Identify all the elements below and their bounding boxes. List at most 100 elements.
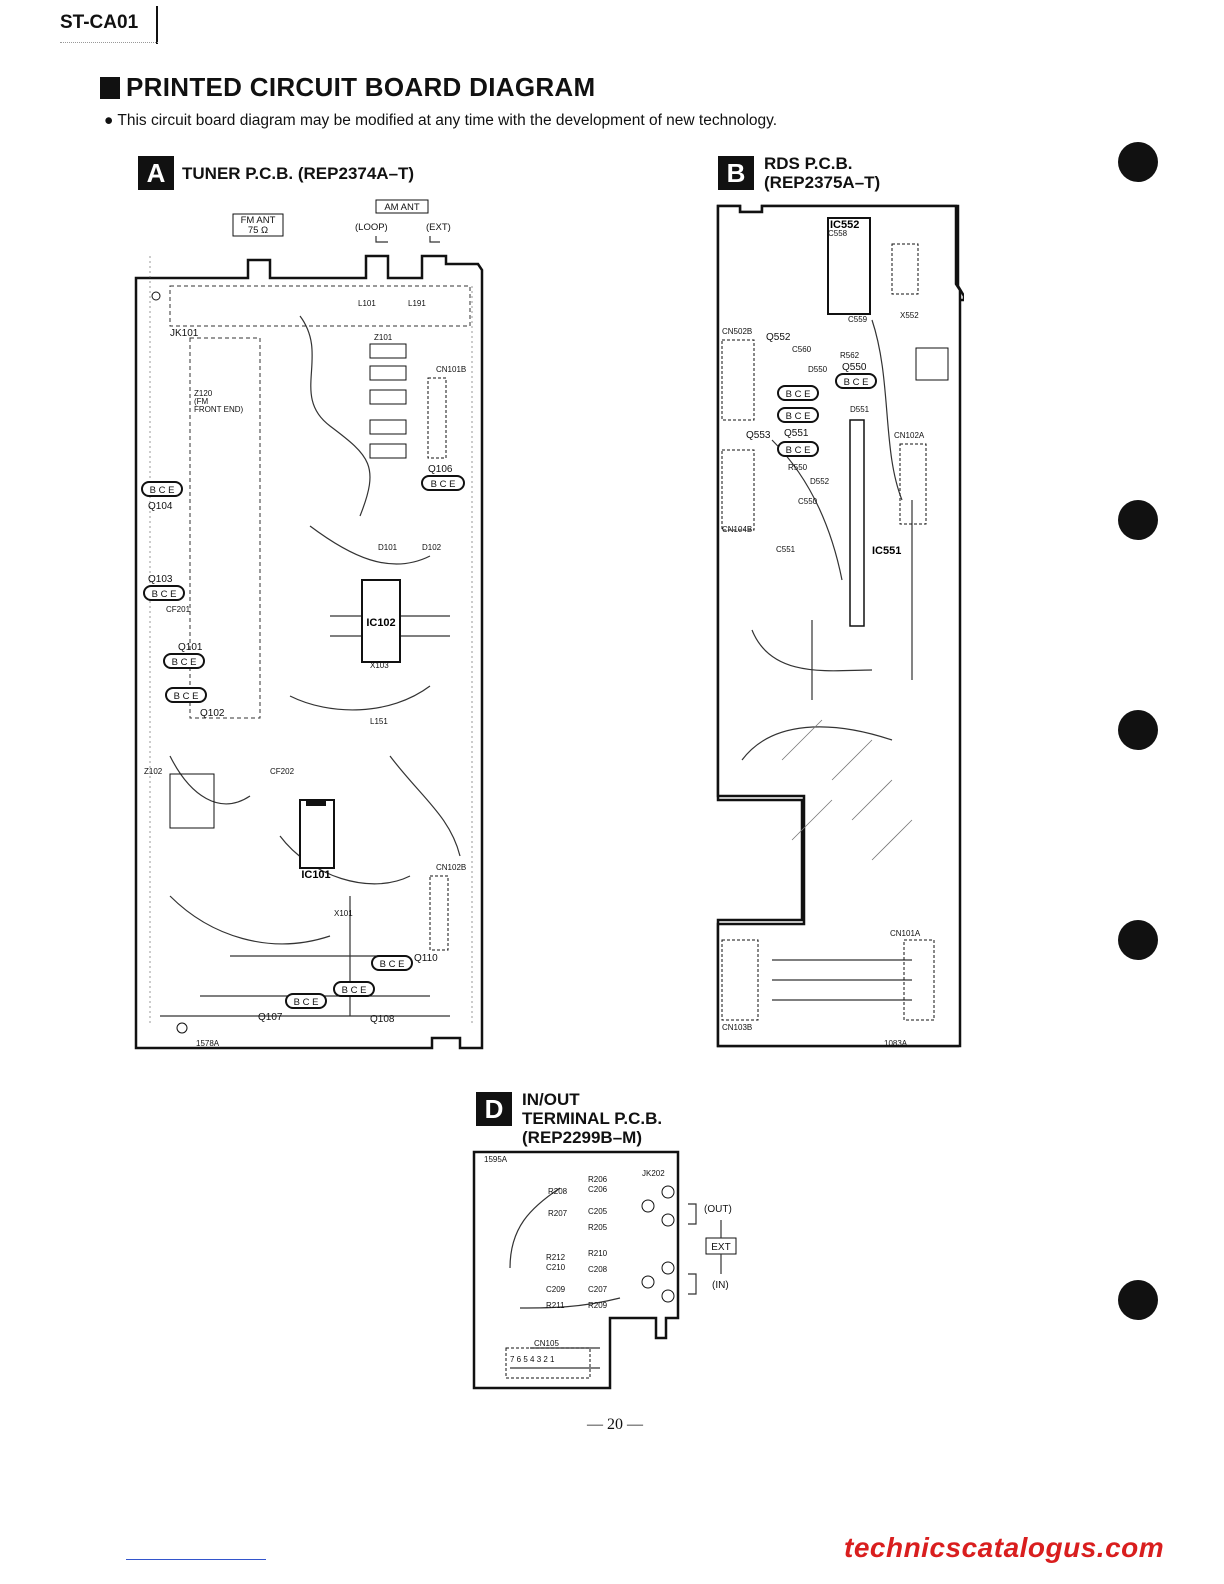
binder-hole-3 <box>1118 710 1158 750</box>
panel-a-title: TUNER P.C.B. (REP2374A–T) <box>182 163 415 183</box>
panel-d-title-line3: (REP2299B–M) <box>522 1128 642 1147</box>
d101-label: D101 <box>378 543 398 552</box>
q550-pins: B C E <box>844 377 869 388</box>
mount-hole-2 <box>151 291 161 301</box>
front-end-label: FRONT END) <box>194 405 244 414</box>
jk101-label: JK101 <box>170 328 199 339</box>
c209-label: C209 <box>546 1285 566 1294</box>
panel-b-title-line2: (REP2375A–T) <box>764 173 881 192</box>
z120-label: Z120 <box>194 389 213 398</box>
panel-d-title-line2: TERMINAL P.C.B. <box>522 1109 663 1128</box>
c551-label: C551 <box>776 545 796 554</box>
rds-square-pad <box>915 347 949 381</box>
ext-label: (EXT) <box>426 222 451 233</box>
jack-out-e <box>641 1199 655 1213</box>
fm-label: (FM <box>194 397 209 406</box>
cn105-pins: 7 6 5 4 3 2 1 <box>510 1355 555 1364</box>
z101-module <box>369 343 407 359</box>
c208-label: C208 <box>588 1265 608 1274</box>
model-number: ST-CA01 <box>60 12 139 33</box>
z101-module-5 <box>369 443 407 459</box>
c207-label: C207 <box>588 1285 608 1294</box>
q108-label: Q108 <box>370 1014 395 1025</box>
cn104b-connector <box>721 449 755 531</box>
q103-label: Q103 <box>148 574 173 585</box>
cn502b-label: CN502B <box>722 327 752 336</box>
panel-d-title-line1: IN/OUT <box>522 1090 580 1109</box>
q104-label: Q104 <box>148 501 173 512</box>
ic551-label: IC551 <box>872 545 901 557</box>
cn102b-connector <box>429 875 449 951</box>
cn103b-label: CN103B <box>722 1023 752 1032</box>
cf201-label: CF201 <box>166 605 191 614</box>
l191-label: L191 <box>408 299 426 308</box>
fm-ant-ohm: 75 Ω <box>248 225 268 236</box>
cn105-connector <box>505 1347 591 1379</box>
fm-ant-box <box>232 213 284 237</box>
cn502b-connector <box>721 339 755 421</box>
panel-a-heading: A TUNER P.C.B. (REP2374A–T) <box>138 156 414 190</box>
q110-pins: B C E <box>380 959 405 970</box>
footer-watermark[interactable]: technicscatalogus.com <box>844 1532 1165 1563</box>
ic102-body <box>361 579 401 663</box>
ext-label: EXT <box>711 1242 730 1253</box>
q103-transistor: B C E Q103 <box>143 574 185 601</box>
panel-b-heading: B RDS P.C.B. (REP2375A–T) <box>718 154 880 192</box>
q110-transistor: B C E Q110 <box>371 953 438 971</box>
panel-b-badge: B <box>718 156 754 190</box>
z101-module-2 <box>369 365 407 381</box>
x552-connector <box>891 243 919 295</box>
d552-label: D552 <box>810 477 830 486</box>
cn101b-label: CN101B <box>436 365 466 374</box>
cn102a-connector <box>899 443 927 525</box>
q553-transistor: B C E Q553 <box>746 430 819 457</box>
rds-pcb-diagram: IC552 IC551 B C E Q552 B C E Q550 B C E … <box>716 204 964 1048</box>
ic101-body <box>299 799 335 869</box>
q101-transistor: B C E Q101 <box>163 642 205 669</box>
cn103b-connector <box>721 939 759 1021</box>
q101-pins: B C E <box>172 657 197 668</box>
ic101-label: IC101 <box>301 869 330 881</box>
cf202-label: CF202 <box>270 767 295 776</box>
q551-label: Q551 <box>784 428 809 439</box>
r206-label: R206 <box>588 1175 608 1184</box>
q110-label: Q110 <box>414 953 438 964</box>
z101-label: Z101 <box>374 333 393 342</box>
cn101a-connector <box>903 939 935 1021</box>
r208-label: R208 <box>548 1187 568 1196</box>
cn102b-label: CN102B <box>436 863 466 872</box>
q551-transistor: B C E Q551 <box>777 407 819 439</box>
tuner-pcb-diagram: FM ANT 75 Ω AM ANT (LOOP) (EXT) IC102 IC… <box>134 199 484 1050</box>
c550-label: C550 <box>798 497 818 506</box>
out-label: (OUT) <box>704 1204 732 1215</box>
edge-guide <box>149 256 473 1026</box>
footer-link-underline <box>126 1559 266 1560</box>
q107-pins: B C E <box>294 997 319 1008</box>
q101-label: Q101 <box>178 642 203 653</box>
ic551-body <box>849 419 865 627</box>
am-ant-label: AM ANT <box>384 202 420 213</box>
z101-module-4 <box>369 419 407 435</box>
in-bracket <box>688 1273 697 1295</box>
c558-label: C558 <box>828 229 848 238</box>
q102-label: Q102 <box>200 708 225 719</box>
c206-label: C206 <box>588 1185 608 1194</box>
loop-label: (LOOP) <box>355 222 388 233</box>
cn101a-label: CN101A <box>890 929 921 938</box>
z102-module <box>169 773 215 829</box>
page-number: — 20 — <box>587 1416 643 1433</box>
rds-board-code: 1083A <box>884 1039 908 1048</box>
binder-hole-4 <box>1118 920 1158 960</box>
x103-label: X103 <box>370 661 389 670</box>
mount-hole <box>176 1022 188 1034</box>
q104-transistor: B C E Q104 <box>141 481 183 512</box>
r205-label: R205 <box>588 1223 608 1232</box>
top-shield-region <box>169 285 471 327</box>
rds-traces <box>741 319 913 1001</box>
jack-in-r <box>661 1261 675 1275</box>
inout-board-code: 1595A <box>484 1155 508 1164</box>
ic552-label: IC552 <box>830 219 859 231</box>
am-ant-box <box>375 199 429 214</box>
q553-pins: B C E <box>786 445 811 456</box>
c559-label: C559 <box>848 315 868 324</box>
